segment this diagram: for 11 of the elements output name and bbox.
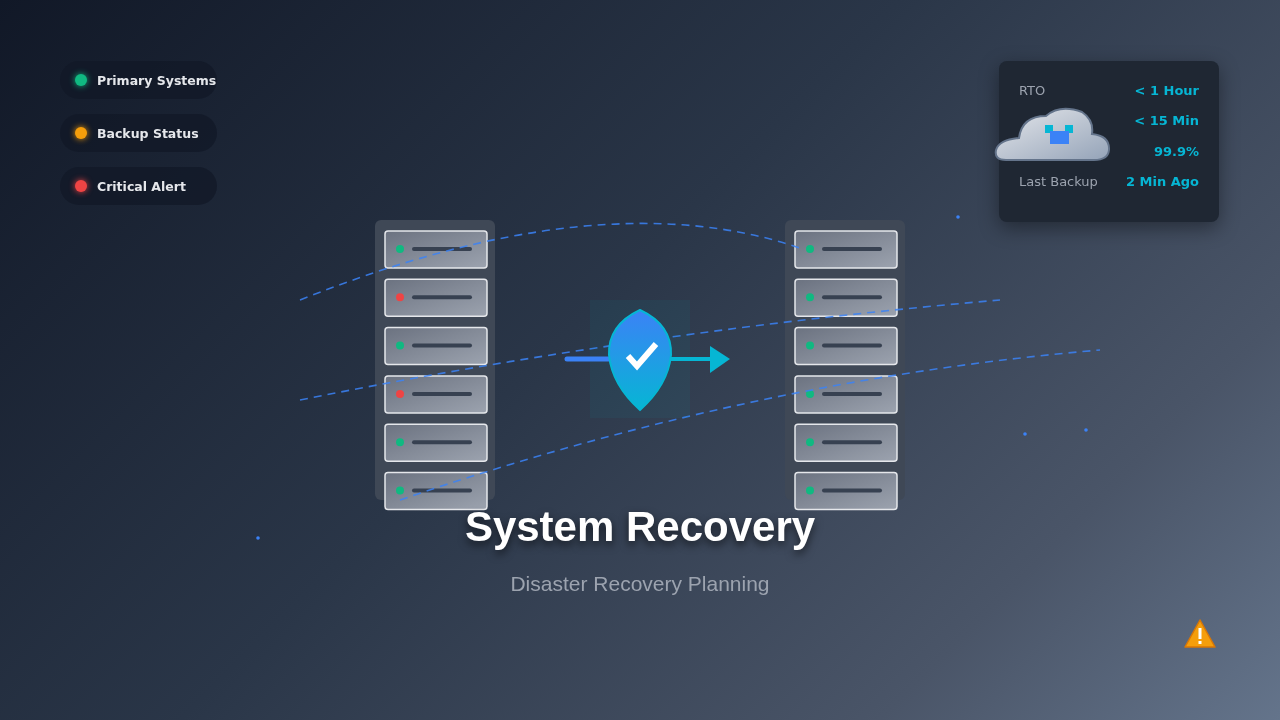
title: System Recovery xyxy=(463,503,817,551)
metric-name: Last Backup xyxy=(1019,174,1099,189)
metric-value: < 15 Min xyxy=(1133,113,1199,128)
metric-value: 2 Min Ago xyxy=(1124,174,1199,189)
subtitle: Disaster Recovery Planning xyxy=(509,572,771,596)
metric-name: RTO xyxy=(1019,83,1047,98)
legend-text: Critical Alert xyxy=(97,178,186,194)
legend-text: Primary Systems xyxy=(97,72,217,88)
metric-value: 99.9% xyxy=(1152,144,1199,159)
metric-value: < 1 Hour xyxy=(1133,83,1199,98)
legend-text: Backup Status xyxy=(97,125,199,141)
